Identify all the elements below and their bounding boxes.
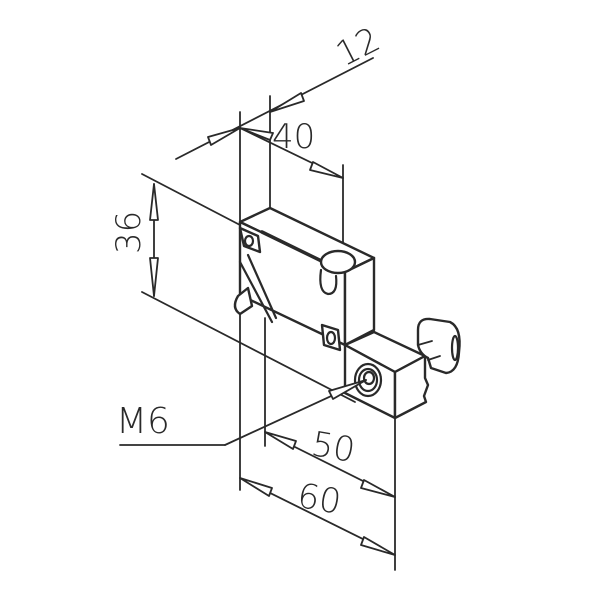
- dim-12-label: 12: [330, 20, 387, 75]
- dim-36-line: 36: [109, 183, 159, 297]
- lower-block: [343, 317, 461, 420]
- dim-60-label: 60: [294, 476, 344, 523]
- dim-40-label: 40: [272, 117, 315, 157]
- knob: [416, 317, 461, 375]
- dim-40-line: 40: [239, 117, 344, 179]
- switch-body: [233, 206, 376, 352]
- m6-label: M6: [116, 401, 170, 442]
- dim-60-line: 60: [239, 476, 396, 556]
- m6-callout: M6: [116, 379, 367, 446]
- m6-thread-hole: [353, 362, 383, 398]
- dim-50-line: 50: [264, 424, 396, 498]
- dim-50-label: 50: [308, 424, 358, 471]
- dim-36-label: 36: [109, 211, 149, 254]
